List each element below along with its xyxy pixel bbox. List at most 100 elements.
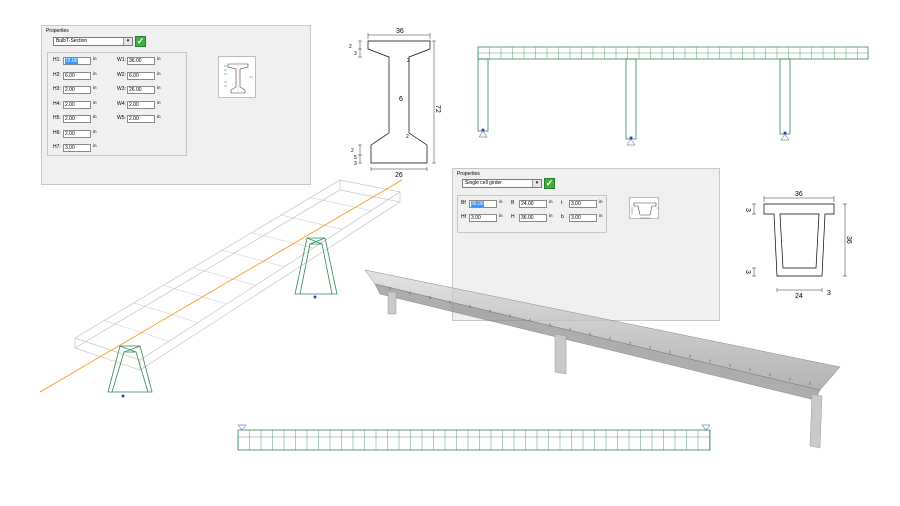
unit-label: in [549, 199, 553, 204]
top-flange-b-label: 3 [354, 51, 357, 57]
field-input[interactable]: 36.00 [519, 214, 547, 222]
bottom-b-label: 5 [354, 155, 357, 161]
height-label: 72 [434, 105, 441, 113]
field-input[interactable]: 2.00 [63, 115, 91, 123]
bulbt-outline [367, 40, 431, 164]
field-value: 2.00 [65, 87, 75, 93]
section-type-select[interactable]: BulbT-Section ▾ [53, 37, 133, 46]
unit-label: in [499, 199, 503, 204]
pier-right [779, 58, 791, 135]
field-value: 2.00 [65, 101, 75, 108]
section-type-value: BulbT-Section [56, 38, 88, 44]
unit-label: in [93, 70, 97, 76]
field-label: H [511, 214, 515, 220]
field-input[interactable]: 6.00 [63, 71, 91, 80]
field-input[interactable]: 3.00 [569, 214, 597, 222]
pier-left [477, 58, 489, 132]
support-left-icon [237, 424, 247, 431]
field-input[interactable]: 3.00 [469, 214, 497, 222]
box-top-flange-label: 3 [744, 208, 751, 212]
field-input[interactable]: 36.00 [127, 57, 155, 65]
field-input[interactable]: 2.00 [127, 115, 155, 123]
unit-label: in [157, 114, 161, 119]
girder-pier-right [809, 393, 823, 449]
unit-label: in [157, 99, 161, 105]
section-preview-thumbnail [218, 56, 256, 98]
top-chamfer-label: 2 [407, 58, 410, 64]
mesh-line [222, 249, 285, 267]
mesh-line [339, 179, 401, 193]
field-label: B [511, 200, 515, 206]
beam-elevation-view [237, 424, 711, 451]
field-input[interactable]: 2.00 [63, 129, 91, 138]
field-label: H3: [53, 86, 61, 92]
field-input[interactable]: 2.00 [127, 100, 155, 109]
chevron-down-icon[interactable]: ▾ [123, 38, 132, 45]
unit-label: in [93, 128, 97, 134]
pier-middle [625, 58, 637, 140]
girder-type-select[interactable]: Single cell girder ▾ [462, 179, 542, 188]
check-icon[interactable]: ✓ [135, 36, 146, 47]
chevron-down-icon[interactable]: ▾ [532, 180, 541, 187]
field-value: 2.00 [129, 116, 139, 122]
field-value: 2.00 [65, 116, 75, 122]
box-properties-panel: Properties Single cell girder ▾ ✓ Bf 36.0… [452, 168, 720, 321]
box-bottom-flange-label: 3 [744, 270, 751, 274]
field-input[interactable]: 72.00 [63, 57, 91, 65]
mesh-line [74, 337, 141, 361]
girder-body [364, 269, 841, 391]
bulbt-section-drawing: 36 26 72 6 2 3 2 2 2 5 3 [349, 28, 441, 179]
field-value: 36.00 [471, 201, 484, 207]
field-value: 2.00 [129, 101, 139, 108]
bridge-axis-line [39, 179, 403, 393]
field-label: W4: [117, 100, 126, 107]
panel-title: Properties [457, 171, 480, 177]
field-input[interactable]: 2.00 [63, 86, 91, 94]
unit-label: in [93, 114, 97, 119]
field-value: 3.00 [65, 145, 75, 151]
field-label: Bf [461, 200, 466, 206]
unit-label: in [157, 85, 161, 90]
field-input[interactable]: 24.00 [519, 200, 547, 208]
field-label: H5: [53, 115, 61, 121]
field-label: W5: [117, 115, 126, 121]
unit-label: in [599, 199, 603, 204]
field-input[interactable]: 6.00 [127, 71, 155, 80]
field-value: 3.00 [571, 201, 581, 207]
check-icon[interactable]: ✓ [544, 178, 555, 189]
field-value: 72.00 [65, 58, 78, 64]
dimensions-group [47, 52, 187, 156]
field-label: b [561, 214, 564, 220]
field-value: 36.00 [521, 215, 534, 221]
frame-elevation-view [477, 46, 869, 146]
bottom-c-label: 3 [354, 161, 357, 167]
support-middle-icon [626, 138, 636, 146]
unit-label: in [93, 99, 97, 105]
field-label: H1: [53, 57, 61, 63]
field-input[interactable]: 2.00 [63, 100, 91, 109]
unit-label: in [93, 85, 97, 90]
bulbt-thumbnail-icon [224, 61, 253, 95]
unit-label: in [93, 56, 97, 61]
field-input[interactable]: 3.00 [569, 200, 597, 208]
unit-label: in [157, 70, 161, 76]
mesh-line [104, 320, 169, 342]
unit-label: in [93, 143, 97, 148]
field-input[interactable]: 36.00 [469, 200, 497, 208]
unit-label: in [549, 213, 553, 218]
unit-label: in [499, 213, 503, 218]
pier-near [107, 345, 153, 393]
field-value: 36.00 [129, 58, 142, 64]
field-input[interactable]: 26.00 [127, 86, 155, 94]
field-value: 24.00 [521, 201, 534, 207]
mesh-line [310, 197, 372, 211]
field-label: W2: [117, 71, 126, 78]
box-height-label: 36 [845, 236, 852, 244]
field-label: H2: [53, 71, 61, 78]
bottom-width-label: 26 [395, 172, 403, 179]
panel-title: Properties [46, 28, 69, 34]
field-input[interactable]: 3.00 [63, 144, 91, 152]
field-label: t [561, 200, 563, 206]
field-value: 3.00 [571, 215, 581, 221]
